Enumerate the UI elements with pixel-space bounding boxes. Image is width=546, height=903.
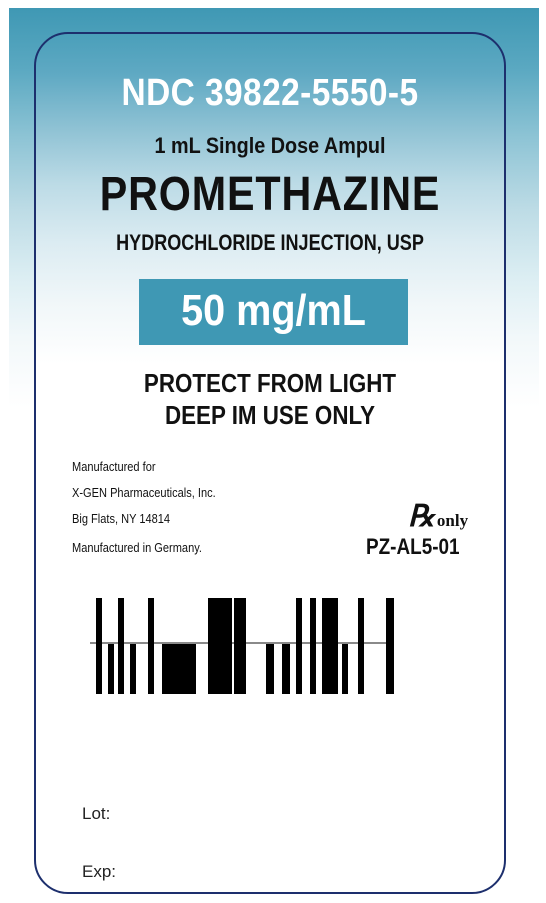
barcode-bar	[282, 644, 290, 694]
exp-label: Exp:	[82, 862, 117, 881]
manufacturer-line: Manufactured for	[72, 459, 156, 474]
barcode-bar	[358, 598, 364, 694]
pharmacode-barcode	[90, 598, 394, 694]
barcode-bar	[266, 644, 274, 694]
barcode-bar	[118, 598, 124, 694]
concentration-badge: 50 mg/mL	[139, 279, 408, 345]
warning-light: PROTECT FROM LIGHT	[143, 368, 397, 398]
drug-name: PROMETHAZINE	[99, 168, 441, 221]
drug-salt-form: HYDROCHLORIDE INJECTION, USP	[116, 230, 424, 255]
barcode-bar	[342, 644, 348, 694]
product-code: PZ-AL5-01	[366, 534, 460, 559]
barcode-bar	[322, 598, 338, 694]
warning-route: DEEP IM USE ONLY	[164, 400, 376, 430]
lot-label: Lot:	[82, 804, 111, 823]
barcode-bar	[108, 644, 114, 694]
barcode-bar	[130, 644, 136, 694]
rx-icon: ℞	[408, 500, 435, 533]
concentration-text: 50 mg/mL	[181, 286, 366, 335]
manufacturer-line: Manufactured in Germany.	[72, 540, 203, 555]
rx-only-badge: ℞only	[408, 499, 468, 534]
barcode-bar	[310, 598, 316, 694]
ampul-label: NDC 39822-5550-5 1 mL Single Dose Ampul …	[34, 32, 506, 894]
barcode-bar	[208, 598, 232, 694]
dose-description: 1 mL Single Dose Ampul	[154, 133, 386, 158]
manufacturer-line: X-GEN Pharmaceuticals, Inc.	[72, 485, 216, 500]
barcode-bar	[234, 598, 246, 694]
barcode-bar	[296, 598, 302, 694]
barcode-bar	[96, 598, 102, 694]
barcode-bar	[148, 598, 154, 694]
rx-only-text: only	[436, 511, 469, 530]
barcode-bar	[386, 598, 394, 694]
manufacturer-line: Big Flats, NY 14814	[72, 511, 171, 526]
ndc-number: NDC 39822-5550-5	[121, 72, 419, 114]
barcode-bar	[162, 644, 196, 694]
